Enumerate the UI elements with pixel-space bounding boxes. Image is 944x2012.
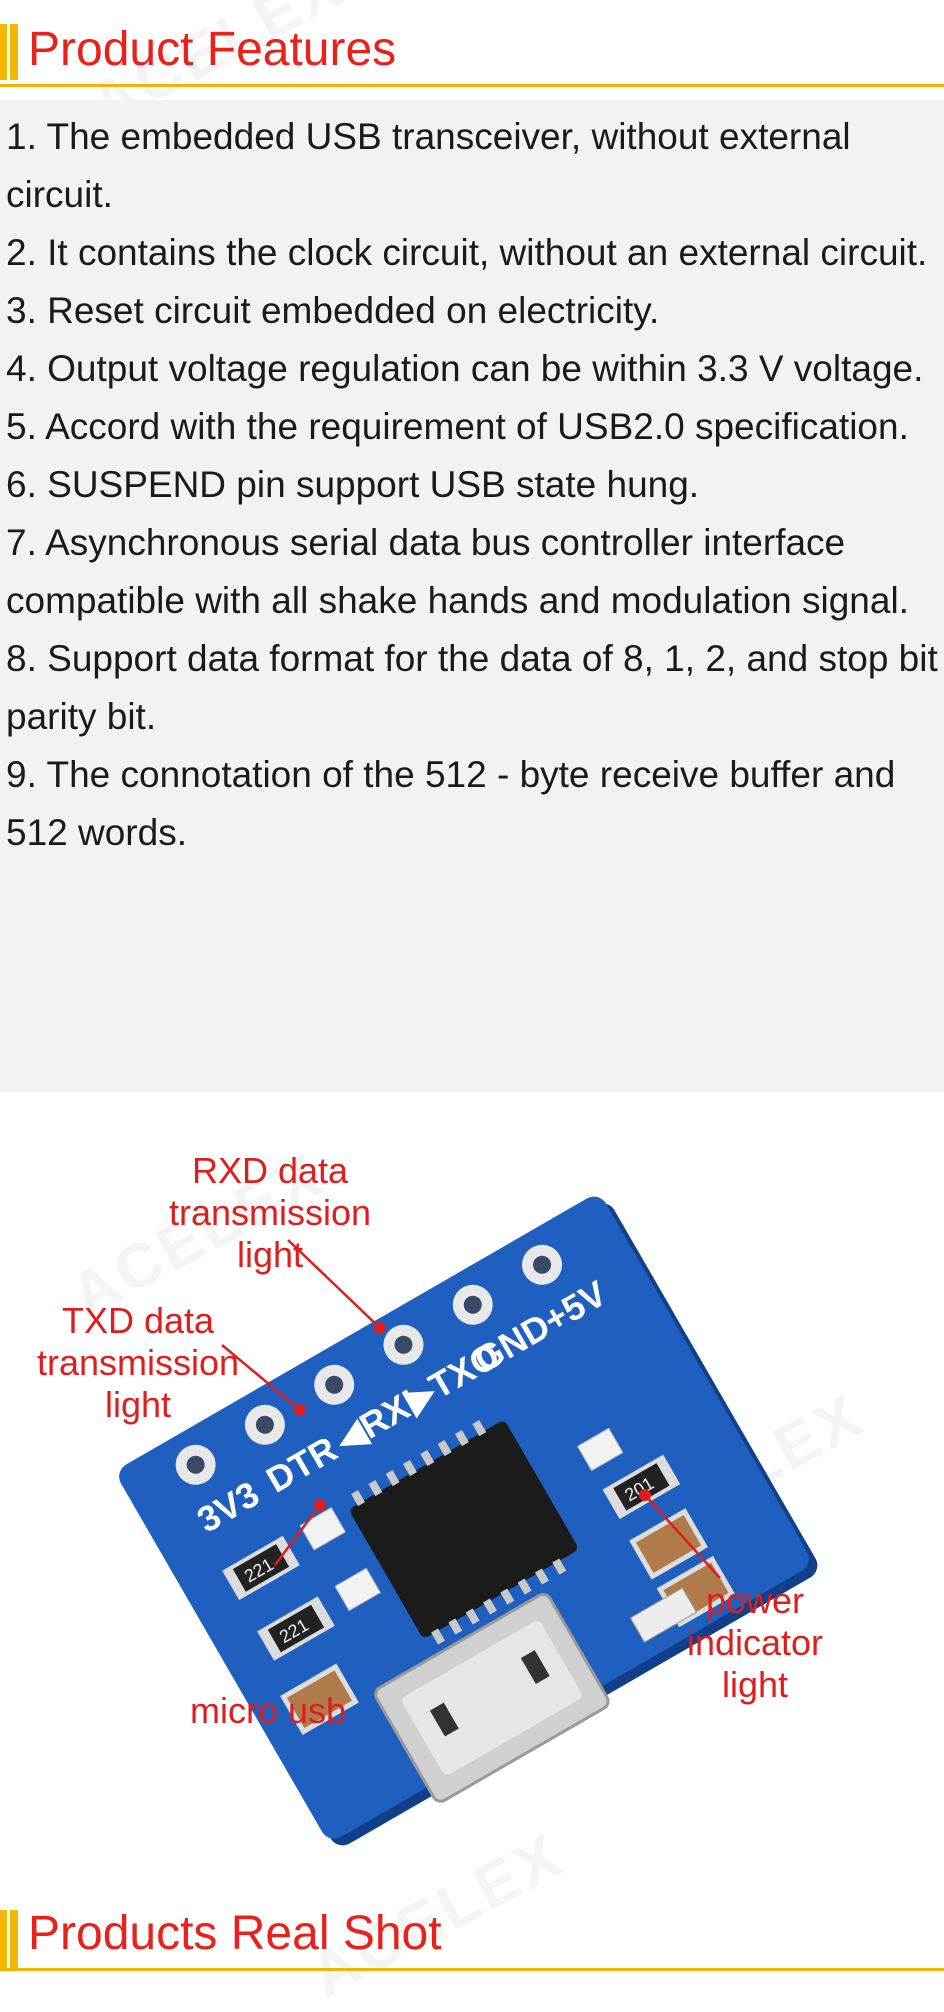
header-divider	[0, 1968, 944, 1971]
board-illustration: 3V3 DTR ◀RXI ▶TXO GND +5V 221 221	[119, 1196, 818, 1846]
list-item: 2. It contains the clock circuit, withou…	[6, 232, 928, 273]
list-item: 3. Reset circuit embedded on electricity…	[6, 290, 660, 331]
features-panel: 1. The embedded USB transceiver, without…	[0, 100, 944, 1092]
rxd-led	[299, 1507, 346, 1551]
resistor: 221	[257, 1596, 335, 1661]
section-header-features: Product Features	[0, 0, 944, 87]
list-item: 1. The embedded USB transceiver, without…	[6, 116, 851, 215]
header-accent-bar	[0, 1910, 18, 1968]
capacitor	[280, 1663, 359, 1736]
list-item: 9. The connotation of the 512 - byte rec…	[6, 754, 896, 853]
resistor	[629, 1587, 698, 1643]
list-item: 5. Accord with the requirement of USB2.0…	[6, 406, 909, 447]
resistor: 201	[602, 1454, 681, 1520]
pcb-board: 3V3 DTR ◀RXI ▶TXO GND +5V 221 221	[119, 1196, 818, 1846]
header-accent-bar	[0, 24, 18, 80]
resistor: 221	[222, 1535, 300, 1601]
list-item: 4. Output voltage regulation can be with…	[6, 348, 924, 389]
pin-header	[175, 1244, 563, 1485]
product-photo: 3V3 DTR ◀RXI ▶TXO GND +5V 221 221	[0, 1110, 944, 1850]
txd-led	[334, 1567, 381, 1612]
list-item: 6. SUSPEND pin support USB state hung.	[6, 464, 700, 505]
power-led	[576, 1427, 624, 1472]
section-title: Products Real Shot	[28, 1907, 442, 1960]
list-item: 8. Support data format for the data of 8…	[6, 638, 938, 737]
section-header-real-shot: Products Real Shot	[0, 1888, 944, 1972]
features-list: 1. The embedded USB transceiver, without…	[6, 108, 938, 862]
header-divider	[0, 84, 944, 87]
capacitor	[629, 1508, 708, 1580]
page-title: Product Features	[28, 23, 397, 76]
callout-micro-usb: micro usb	[189, 1690, 347, 1731]
list-item: 7. Asynchronous serial data bus controll…	[6, 522, 909, 621]
